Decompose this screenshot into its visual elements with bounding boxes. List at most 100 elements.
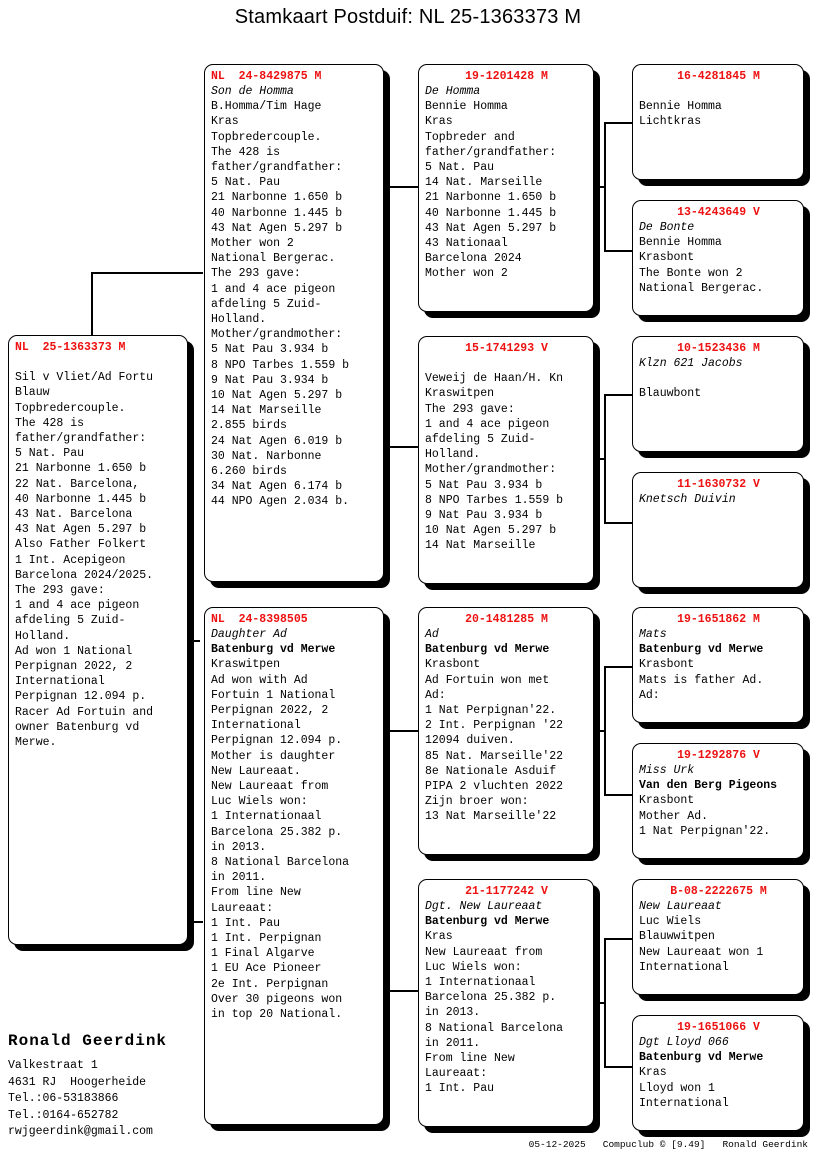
text-line: Topbredercouple. bbox=[15, 401, 126, 415]
connector-g31-to-g42 bbox=[604, 394, 632, 396]
text-line: afdeling 5 Zuid- bbox=[425, 433, 536, 447]
card-subject-ring: NL 25-1363373 M bbox=[15, 341, 126, 354]
text-line: Krasbont bbox=[639, 794, 695, 808]
text-line: 1 Nat Perpignan'22. bbox=[639, 824, 771, 838]
text-line: Topbreder and bbox=[425, 130, 515, 144]
text-line: 9 Nat Pau 3.934 b bbox=[425, 509, 543, 523]
text-line: Blauwwitpen bbox=[639, 930, 715, 944]
text-line: Son de Homma bbox=[211, 85, 294, 98]
text-line: owner Batenburg vd bbox=[15, 720, 140, 734]
text-line: International bbox=[15, 675, 105, 689]
text-line: Perpignan 2022, 2 bbox=[211, 704, 329, 718]
text-line: 1 Internationaal bbox=[425, 976, 536, 990]
text-line: Tel.:06-53183866 bbox=[8, 1092, 119, 1106]
text-line: National Bergerac. bbox=[211, 252, 336, 266]
text-line: Lloyd won 1 bbox=[639, 1081, 715, 1095]
text-line: 43 Nat Agen 5.297 b bbox=[211, 221, 343, 235]
text-line: Miss Urk bbox=[639, 764, 695, 777]
text-line: Kraswitpen bbox=[211, 658, 281, 672]
text-line: Kras bbox=[425, 930, 453, 944]
text-line: Holland. bbox=[425, 448, 481, 462]
text-line: 1 Int. Pau bbox=[425, 1082, 495, 1096]
text-line: Mother Ad. bbox=[639, 809, 709, 823]
text-line: From line New bbox=[211, 886, 301, 900]
text-line: 6.260 birds bbox=[211, 465, 287, 479]
text-line: Valkestraat 1 bbox=[8, 1059, 98, 1072]
text-line: Also Father Folkert bbox=[15, 538, 147, 552]
text-line: Ad Fortuin won met bbox=[425, 673, 550, 687]
text-line: Blauwbont bbox=[639, 387, 702, 401]
text-line: 5 Nat. Pau bbox=[211, 176, 281, 190]
text-line: Batenburg vd Merwe bbox=[425, 643, 550, 657]
text-line: Kras bbox=[425, 115, 453, 129]
text-line: Mother/grandmother: bbox=[211, 328, 343, 342]
text-line: 43 Nat Agen 5.297 b bbox=[425, 221, 557, 235]
text-line: 1 Int. Acepigeon bbox=[15, 553, 126, 567]
text-line: 40 Narbonne 1.445 b bbox=[425, 206, 557, 220]
text-line: in top 20 National. bbox=[211, 1008, 343, 1022]
text-line: father/grandfather: bbox=[15, 432, 147, 446]
text-line: Batenburg vd Merwe bbox=[211, 643, 336, 657]
card-gen4-5-ring: 19-1292876 V bbox=[677, 749, 760, 762]
text-line: Luc Wiels won: bbox=[211, 795, 308, 809]
text-line: International bbox=[639, 960, 729, 974]
card-gen4-3[interactable]: 11-1630732 V Knetsch Duivin bbox=[632, 472, 804, 588]
footer-credit: 05-12-2025 Compuclub © [9.49] Ronald Gee… bbox=[528, 1139, 808, 1150]
connector-g33-to-g46 bbox=[604, 938, 632, 940]
text-line: National Bergerac. bbox=[639, 281, 764, 295]
card-gen4-6-ring: B-08-2222675 M bbox=[670, 885, 767, 898]
text-line: 1 Int. Pau bbox=[211, 916, 281, 930]
text-line: The 293 gave: bbox=[425, 402, 515, 416]
text-line: in 2013. bbox=[211, 840, 267, 854]
text-line: in 2011. bbox=[211, 871, 267, 885]
text-line: 5 Nat. Pau bbox=[425, 161, 495, 175]
connector-g33-to-g47 bbox=[604, 1066, 632, 1068]
card-gen4-2-ring: 10-1523436 M bbox=[677, 342, 760, 355]
text-line: Krasbont bbox=[425, 658, 481, 672]
text-line: Ad: bbox=[425, 688, 446, 702]
text-line: Dgt. New Laureaat bbox=[425, 900, 543, 913]
connector-mother-to-gen3-3 bbox=[386, 990, 418, 992]
text-line: 1 and 4 ace pigeon bbox=[211, 282, 336, 296]
text-line: afdeling 5 Zuid- bbox=[211, 297, 322, 311]
text-line: Merwe. bbox=[15, 736, 57, 750]
card-mother-ring: NL 24-8398505 bbox=[211, 613, 308, 626]
text-line: 8e Nationale Asduif bbox=[425, 764, 557, 778]
text-line: De Bonte bbox=[639, 221, 695, 234]
text-line: Mats bbox=[639, 628, 667, 641]
text-line: in 2013. bbox=[425, 1006, 481, 1020]
connector-g33-in bbox=[596, 1002, 606, 1004]
card-gen4-2[interactable]: 10-1523436 M Klzn 621 Jacobs Blauwbont bbox=[632, 336, 804, 452]
text-line: Batenburg vd Merwe bbox=[425, 915, 550, 929]
text-line: rwjgeerdink@gmail.com bbox=[8, 1125, 153, 1139]
card-gen4-1-ring: 13-4243649 V bbox=[677, 206, 760, 219]
text-line: Laureaat: bbox=[211, 901, 274, 915]
text-line: Zijn broer won: bbox=[425, 795, 529, 809]
text-line: Dgt Lloyd 066 bbox=[639, 1036, 729, 1049]
text-line: New Laureaat won 1 bbox=[639, 945, 764, 959]
text-line: 21 Narbonne 1.650 b bbox=[211, 191, 343, 205]
text-line: Klzn 621 Jacobs bbox=[639, 357, 743, 370]
text-line: Barcelona 25.382 p. bbox=[211, 825, 343, 839]
text-line: Kraswitpen bbox=[425, 387, 495, 401]
text-line bbox=[425, 356, 588, 371]
card-gen3-2-ring: 20-1481285 M bbox=[465, 613, 548, 626]
text-line: Mother won 2 bbox=[425, 267, 508, 281]
text-line: Barcelona 25.382 p. bbox=[425, 991, 557, 1005]
text-line: Barcelona 2024 bbox=[425, 252, 522, 266]
